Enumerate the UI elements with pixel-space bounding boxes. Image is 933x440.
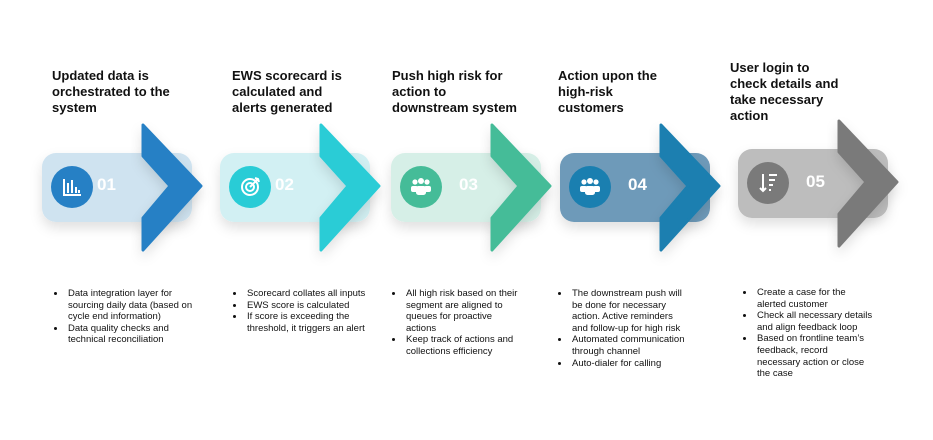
- users-icon: [580, 178, 600, 195]
- step-2-arrow: 02: [220, 118, 390, 258]
- users-icon: [411, 178, 431, 195]
- bullet-item: Check all necessary details and align fe…: [755, 310, 873, 333]
- sort-descending-icon: [759, 174, 777, 193]
- chevron-arrow: [490, 123, 552, 252]
- step-4-bullets: The downstream push will be done for nec…: [556, 288, 688, 369]
- bullet-item: Keep track of actions and collections ef…: [404, 334, 519, 357]
- step-4-title: Action upon the high-risk customers: [558, 68, 657, 115]
- step-number: 01: [97, 175, 116, 194]
- step-number: 03: [459, 175, 478, 194]
- bullet-item: EWS score is calculated: [245, 300, 370, 312]
- step-4-arrow: 04: [560, 118, 730, 258]
- step-number: 04: [628, 175, 647, 194]
- step-icon-circle: [747, 162, 789, 204]
- bullet-item: Data quality checks and technical reconc…: [66, 323, 196, 346]
- step-number: 02: [275, 175, 294, 194]
- chevron-arrow: [141, 123, 203, 252]
- step-icon-circle: [229, 166, 271, 208]
- step-5-arrow: 05: [738, 114, 908, 254]
- step-3-bullets: All high risk based on their segment are…: [390, 288, 519, 358]
- step-3-arrow: 03: [391, 118, 561, 258]
- step-2-bullets: Scorecard collates all inputsEWS score i…: [231, 288, 370, 334]
- target-icon: [241, 177, 260, 196]
- step-5-bullets: Create a case for the alerted customerCh…: [741, 287, 873, 380]
- chevron-arrow: [319, 123, 381, 252]
- step-icon-circle: [51, 166, 93, 208]
- chevron-arrow: [837, 119, 899, 248]
- bullet-item: Based on frontline team’s feedback, reco…: [755, 333, 873, 379]
- bullet-item: Data integration layer for sourcing dail…: [66, 288, 196, 323]
- chevron-arrow: [659, 123, 721, 252]
- step-2-title: EWS scorecard is calculated and alerts g…: [232, 68, 342, 115]
- step-icon-circle: [400, 166, 442, 208]
- step-3-title: Push high risk for action to downstream …: [392, 68, 517, 115]
- step-1-title: Updated data is orchestrated to the syst…: [52, 68, 170, 115]
- step-number: 05: [806, 172, 825, 191]
- step-5-title: User login to check details and take nec…: [730, 60, 839, 123]
- bullet-item: Scorecard collates all inputs: [245, 288, 370, 300]
- step-1-arrow: 01: [42, 118, 212, 258]
- step-icon-circle: [569, 166, 611, 208]
- bullet-item: Auto-dialer for calling: [570, 358, 688, 370]
- step-1-bullets: Data integration layer for sourcing dail…: [52, 288, 196, 346]
- bullet-item: Create a case for the alerted customer: [755, 287, 873, 310]
- bullet-item: If score is exceeding the threshold, it …: [245, 311, 370, 334]
- bullet-item: Automated communication through channel: [570, 334, 688, 357]
- bullet-item: All high risk based on their segment are…: [404, 288, 519, 334]
- bar-chart-icon: [63, 179, 81, 196]
- bullet-item: The downstream push will be done for nec…: [570, 288, 688, 334]
